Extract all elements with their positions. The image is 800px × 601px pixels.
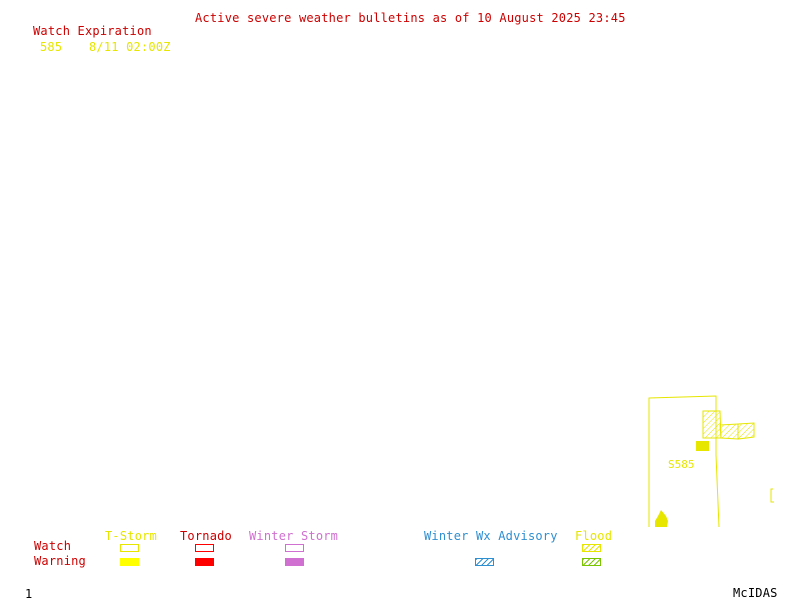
- watch-expiration-time: 8/11 02:00Z: [89, 40, 171, 54]
- flood-area-2[interactable]: [719, 423, 739, 440]
- legend-flood-label: Flood: [575, 529, 613, 543]
- legend-winter-storm-label: Winter Storm: [249, 529, 339, 543]
- tstorm-warning-area-1[interactable]: [696, 441, 709, 451]
- mcidas-brand: McIDAS: [733, 586, 778, 600]
- flood-warning-swatch: [582, 558, 601, 566]
- map-watch-label: S585: [668, 458, 695, 471]
- watch-number: 585: [40, 40, 63, 54]
- tstorm-warning-area-2[interactable]: [655, 510, 668, 527]
- winter-wx-advisory-swatch: [475, 558, 494, 566]
- tornado-warning-swatch: [195, 558, 214, 566]
- edge-feature: [770, 488, 774, 503]
- watch-585-outline[interactable]: [648, 395, 720, 528]
- legend-winter-wx-advisory-label: Winter Wx Advisory: [424, 529, 558, 543]
- winter-storm-warning-swatch: [285, 558, 304, 566]
- legend-tornado-label: Tornado: [180, 529, 232, 543]
- legend-warning-row-label: Warning: [34, 554, 86, 568]
- tstorm-watch-swatch: [120, 544, 139, 552]
- flood-area-1[interactable]: [702, 410, 722, 439]
- bulletin-title: Active severe weather bulletins as of 10…: [195, 11, 626, 25]
- map-watch-label-s: S: [668, 458, 675, 471]
- watch-expiration-heading: Watch Expiration: [33, 24, 152, 38]
- tornado-watch-swatch: [195, 544, 214, 552]
- flood-area-3[interactable]: [737, 422, 755, 440]
- legend-tstorm-label: T-Storm: [105, 529, 157, 543]
- map-watch-label-number: 585: [675, 458, 695, 471]
- legend-watch-row-label: Watch: [34, 539, 72, 553]
- winter-storm-watch-swatch: [285, 544, 304, 552]
- frame-number: 1: [25, 587, 33, 601]
- flood-watch-swatch: [582, 544, 601, 552]
- tstorm-warning-swatch: [120, 558, 139, 566]
